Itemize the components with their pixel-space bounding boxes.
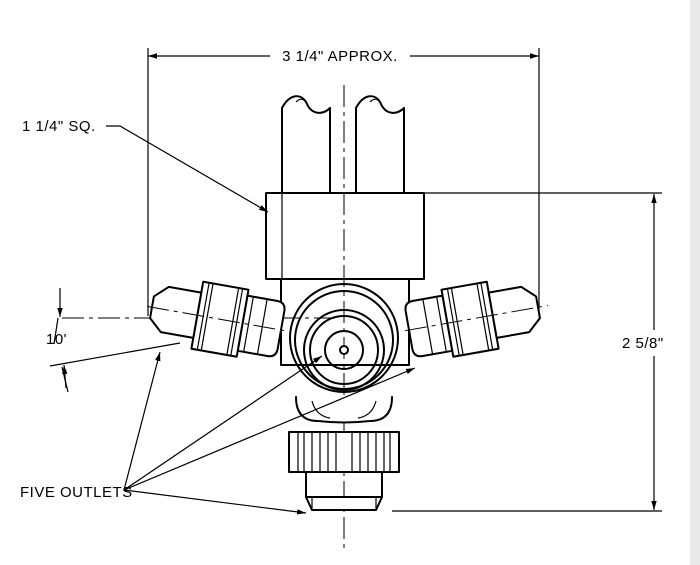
- angle-dimension: 10': [46, 288, 181, 393]
- page-edge: [690, 0, 700, 565]
- bottom-outlet: [288, 396, 400, 511]
- height-label: 2 5/8": [622, 335, 664, 352]
- front-outlet: [289, 283, 399, 393]
- angle-label: 10': [46, 331, 67, 348]
- left-outlet: [146, 280, 286, 358]
- outlets-callout: FIVE OUTLETS: [20, 351, 416, 515]
- width-label: 3 1/4" APPROX.: [282, 48, 398, 65]
- width-dimension: 3 1/4" APPROX.: [147, 48, 540, 316]
- inlet-pipes: [281, 95, 405, 194]
- height-dimension: 2 5/8": [392, 192, 664, 512]
- outlets-label: FIVE OUTLETS: [20, 484, 133, 501]
- right-outlet: [404, 280, 548, 358]
- body-size-label: 1 1/4" SQ.: [22, 118, 96, 135]
- body-size-callout: 1 1/4" SQ.: [22, 118, 269, 213]
